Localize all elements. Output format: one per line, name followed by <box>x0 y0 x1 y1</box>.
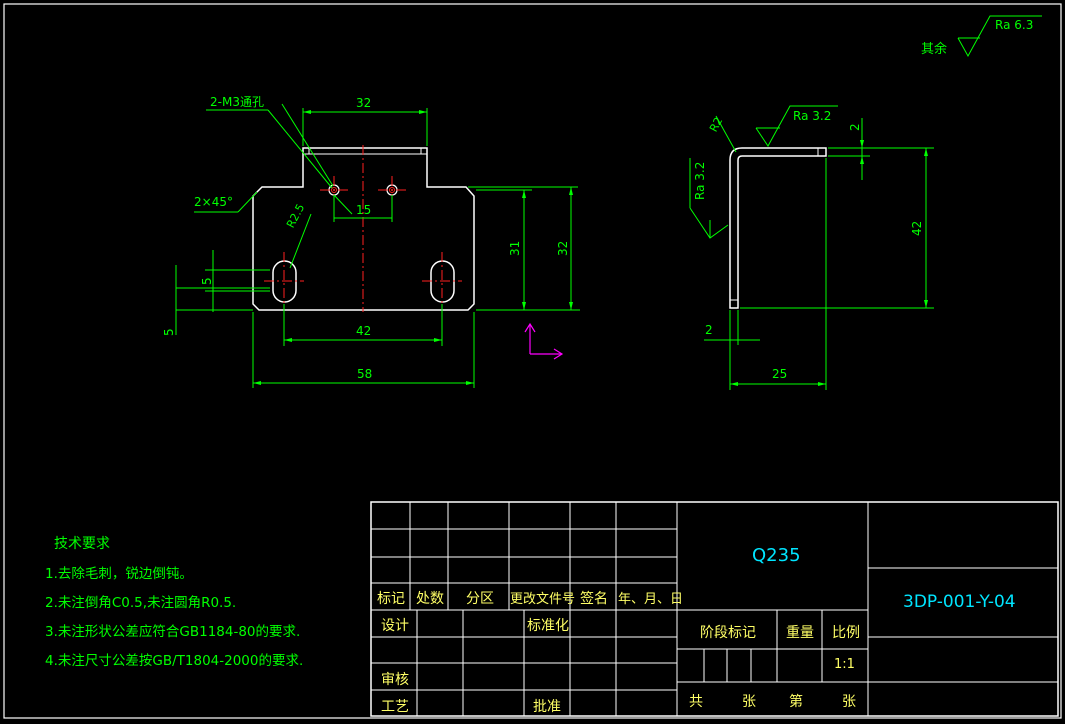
design-label: 设计 <box>381 618 409 634</box>
approve-label: 批准 <box>533 699 561 715</box>
dim-bottom-offset: 5 <box>162 328 176 336</box>
dim-total-width: 58 <box>357 367 373 381</box>
rev-header-signature: 签名 <box>580 591 608 607</box>
chamfer-callout: 2×45° <box>194 195 233 209</box>
dim-hole-spacing: 15 <box>356 203 372 217</box>
roughness-general-value: Ra 6.3 <box>995 18 1034 32</box>
tech-requirement-3: 3.未注形状公差应符合GB1184-80的要求. <box>45 624 301 640</box>
dim-side-height: 42 <box>910 220 924 236</box>
sheets-total-suffix: 张 <box>742 694 756 710</box>
dim-height-32: 32 <box>556 240 570 256</box>
rev-header-mark: 标记 <box>377 591 405 607</box>
scale-label: 比例 <box>832 625 860 641</box>
tech-requirement-1: 1.去除毛刺，锐边倒钝。 <box>45 566 193 582</box>
rev-header-zone: 分区 <box>466 591 494 607</box>
tech-requirement-4: 4.未注尺寸公差按GB/T1804-2000的要求. <box>45 653 304 669</box>
front-view <box>175 103 580 388</box>
side-view-outline <box>729 147 827 309</box>
review-label: 审核 <box>381 672 409 688</box>
tech-requirements-title: 技术要求 <box>54 536 110 552</box>
rev-header-doc-no: 更改文件号 <box>510 592 576 607</box>
material-label: Q235 <box>752 545 801 566</box>
dim-slot-length: 5 <box>200 277 214 285</box>
front-view-outline <box>252 147 475 311</box>
roughness-general-prefix: 其余 <box>921 42 948 57</box>
dim-thickness-bottom: 2 <box>705 323 713 337</box>
process-label: 工艺 <box>381 699 409 715</box>
roughness-general-symbol <box>957 15 1042 58</box>
side-roughness-top: Ra 3.2 <box>793 109 832 123</box>
drawing-frame <box>3 3 1062 719</box>
title-block-grid <box>370 501 1059 717</box>
weight-label: 重量 <box>786 625 814 641</box>
sheet-number-prefix: 第 <box>789 694 803 710</box>
scale-value: 1:1 <box>834 657 855 672</box>
sheets-total-prefix: 共 <box>689 694 703 710</box>
stage-mark-label: 阶段标记 <box>700 625 756 641</box>
drawing-number: 3DP-001-Y-04 <box>903 592 1016 612</box>
side-view <box>689 105 934 390</box>
sheet-number-suffix: 张 <box>842 694 856 710</box>
rev-header-date: 年、月、日 <box>618 592 684 607</box>
dim-slot-spacing: 42 <box>356 324 372 338</box>
standardization-label: 标准化 <box>527 618 569 634</box>
dim-thickness-top: 2 <box>848 123 862 131</box>
side-roughness-side: Ra 3.2 <box>693 161 707 200</box>
ucs-icon <box>524 322 564 360</box>
tech-requirement-2: 2.未注倒角C0.5,未注圆角R0.5. <box>45 595 237 611</box>
m3-hole-callout: 2-M3通孔 <box>210 95 264 109</box>
dim-top-width: 32 <box>356 96 372 110</box>
rev-header-count: 处数 <box>416 591 444 607</box>
dim-side-length: 25 <box>772 367 788 381</box>
dim-height-31: 31 <box>508 240 522 256</box>
